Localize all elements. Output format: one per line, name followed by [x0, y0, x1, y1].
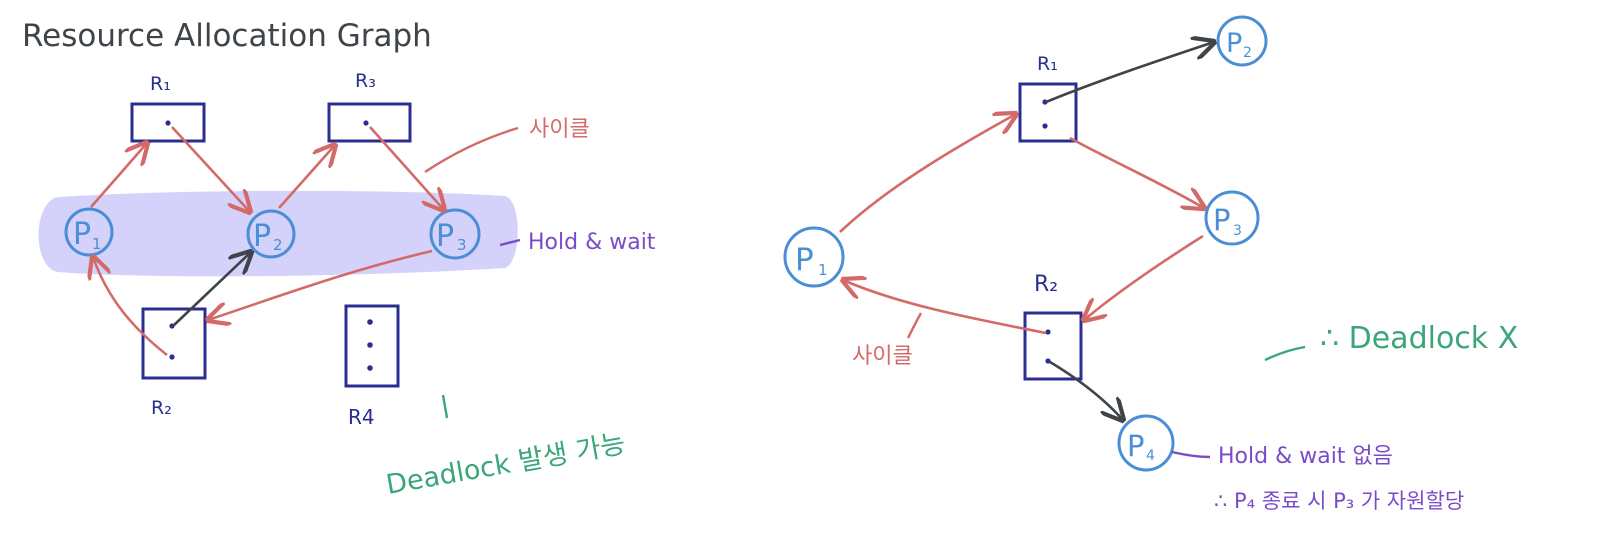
left-resource-r1-box: [130, 102, 206, 143]
right-process-p4-label: P: [1127, 429, 1145, 463]
right-edge-r1-assigned-p3: [1069, 136, 1204, 208]
hold-wait-highlight: [38, 190, 518, 277]
right-process-p1-label: P: [795, 242, 814, 278]
right-process-p1-sub: 1: [818, 261, 828, 279]
right-edge-r2-assigned-p4: [1049, 360, 1123, 420]
right-conclusion-label: ∴ Deadlock X: [1320, 321, 1518, 356]
right-r2-instance-dot-2: [1045, 358, 1051, 364]
right-cycle-label: 사이클: [852, 344, 913, 369]
left-hold-wait-pointer: [499, 238, 521, 247]
right-process-p3-label: P: [1213, 203, 1231, 237]
right-resource-r2-label: R₂: [1034, 272, 1058, 297]
left-edge-r2-assigned-p2: [172, 252, 251, 327]
left-process-p1-label: P: [73, 217, 91, 252]
left-hold-wait-label: Hold & wait: [528, 230, 656, 255]
right-process-p4-circle: [1117, 414, 1175, 472]
right-edge-r1-assigned-p2: [1045, 42, 1214, 104]
left-resource-r4-label: R4: [348, 405, 375, 429]
left-process-p3-label: P: [436, 219, 454, 254]
left-r4-instance-dot-3: [367, 365, 373, 371]
left-resource-r4-box: [344, 304, 400, 388]
right-process-p2-label: P: [1226, 28, 1242, 59]
left-edge-p1-request-r1: [90, 143, 147, 208]
left-edge-r1-assigned-p2: [171, 126, 250, 212]
right-edge-p1-request-r1: [839, 114, 1016, 233]
left-r1-instance-dot: [165, 120, 171, 126]
right-hold-wait-label: Hold & wait 없음: [1218, 444, 1393, 469]
left-cycle-pointer: [424, 126, 519, 173]
left-conclusion-label: Deadlock 발생 가능: [384, 428, 628, 501]
left-resource-r3-box: [327, 102, 412, 143]
left-conclusion-pointer: [441, 394, 449, 419]
left-edge-r2-assigned-p1: [93, 257, 168, 357]
left-r4-instance-dot-2: [367, 342, 373, 348]
left-edge-p2-request-r3: [278, 145, 335, 209]
right-resource-r2-box: [1023, 311, 1083, 381]
left-r4-instance-dot-1: [367, 319, 373, 325]
left-resource-r1-label: R₁: [150, 73, 171, 95]
left-edge-p3-request-r2: [208, 249, 433, 320]
left-resource-r2-label: R₂: [151, 397, 172, 419]
left-r2-instance-dot-2: [169, 354, 175, 360]
right-resource-r1-label: R₁: [1037, 53, 1058, 75]
left-process-p3-sub: 3: [457, 236, 467, 254]
left-process-p1-sub: 1: [92, 235, 102, 253]
left-resource-r3-label: R₃: [355, 70, 376, 92]
right-conclusion-pointer: [1264, 345, 1306, 362]
right-process-p1-circle: [783, 226, 845, 288]
left-process-p2-label: P: [253, 219, 271, 254]
left-cycle-label: 사이클: [529, 117, 590, 142]
left-process-p2-circle: [246, 209, 296, 259]
right-edge-r2-assigned-p1: [843, 280, 1047, 335]
right-process-p2-sub: 2: [1243, 45, 1252, 61]
right-process-p4-sub: 4: [1146, 448, 1155, 464]
left-process-p3-circle: [429, 208, 481, 260]
right-r1-instance-dot-2: [1042, 123, 1048, 129]
left-process-p2-sub: 2: [273, 236, 283, 254]
page-title: Resource Allocation Graph: [22, 18, 432, 54]
right-r2-instance-dot-1: [1045, 329, 1051, 335]
right-note: ∴ P₄ 종료 시 P₃ 가 자원할당: [1214, 489, 1464, 513]
right-process-p3-sub: 3: [1233, 223, 1242, 239]
right-process-p3-circle: [1204, 190, 1260, 246]
right-cycle-pointer: [906, 312, 923, 339]
right-hold-wait-pointer: [1171, 450, 1211, 459]
left-r3-instance-dot: [363, 120, 369, 126]
left-edge-r3-assigned-p3: [369, 126, 444, 210]
right-edge-p3-request-r2: [1084, 234, 1204, 320]
left-resource-r2-box: [141, 307, 207, 380]
